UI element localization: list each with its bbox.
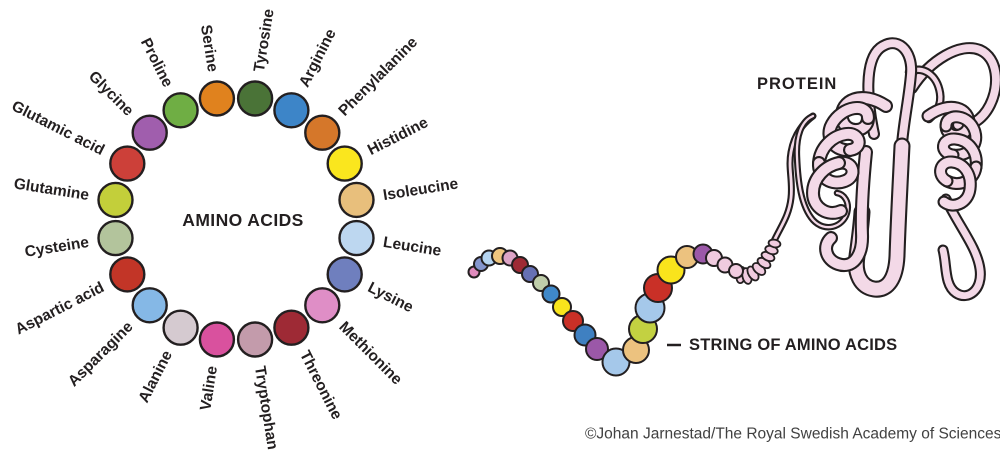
amino-acid-bead-methionine (304, 287, 341, 324)
amino-acid-label-histidine: Histidine (365, 114, 431, 159)
chain-callout-label: STRING OF AMINO ACIDS (689, 336, 897, 354)
protein-ribbon-fill (808, 158, 846, 218)
amino-acid-bead-alanine (162, 309, 199, 346)
amino-acid-bead-lysine (326, 256, 363, 293)
amino-acid-bead-histidine (326, 145, 363, 182)
amino-acid-label-phenylalanine: Phenylalanine (335, 34, 421, 120)
amino-acid-label-tryptophan: Tryptophan (251, 365, 281, 451)
protein-ribbon-fill (821, 147, 871, 270)
amino-acid-label-glutamic-acid: Glutamic acid (9, 98, 107, 159)
protein-ribbon-fill (824, 103, 873, 155)
chain-bead (728, 263, 744, 279)
protein-ribbon-fill (814, 129, 864, 168)
protein-ribbon-fill (864, 39, 915, 148)
amino-acid-bead-isoleucine (338, 181, 375, 219)
chain-bead (585, 337, 609, 361)
protein-ribbon-fill (941, 112, 981, 160)
amino-acid-label-glycine: Glycine (85, 68, 137, 120)
amino-acid-bead-glutamic-acid (109, 145, 146, 182)
protein-ribbon-fill (908, 44, 1000, 130)
amino-acid-label-arginine: Arginine (296, 26, 340, 90)
protein-label: PROTEIN (757, 75, 837, 93)
amino-acid-bead-phenylalanine (304, 114, 341, 151)
chain-taper-trail (735, 238, 782, 285)
protein-ribbon-outline (770, 112, 817, 245)
chain-bead (552, 297, 572, 317)
amino-acid-label-isoleucine: Isoleucine (382, 175, 460, 204)
chain-bead (541, 284, 561, 304)
amino-acid-label-lysine: Lysine (365, 279, 416, 316)
amino-acid-bead-aspartic-acid (109, 256, 146, 293)
protein-ribbon-fill (939, 134, 981, 172)
amino-acid-label-threonine: Threonine (296, 348, 345, 423)
amino-acid-bead-arginine (273, 92, 310, 129)
ring-center-label: AMINO ACIDS (182, 210, 303, 230)
string-of-amino-acids-chain (467, 243, 744, 377)
amino-acid-bead-serine (198, 80, 236, 117)
amino-acid-label-methionine: Methionine (335, 318, 405, 388)
amino-acid-label-valine: Valine (197, 365, 221, 412)
credit-line: ©Johan Jarnestad/The Royal Swedish Acade… (585, 426, 1000, 443)
protein-ribbon-fill (795, 114, 849, 229)
amino-acid-bead-tryptophan (236, 321, 274, 358)
amino-acid-label-serine: Serine (197, 24, 221, 74)
protein-ribbon (770, 37, 1000, 302)
amino-acid-bead-glutamine (97, 181, 134, 219)
chain-callout: STRING OF AMINO ACIDS (667, 336, 897, 354)
amino-acid-bead-threonine (273, 309, 310, 346)
amino-acid-label-glutamine: Glutamine (13, 175, 91, 204)
protein-ribbon-fill (939, 195, 984, 299)
taper-bead (767, 238, 782, 249)
amino-acid-bead-asparagine (131, 287, 168, 324)
protein-ribbon-fill (936, 157, 975, 210)
amino-acid-label-asparagine: Asparagine (65, 318, 137, 390)
amino-acid-bead-tyrosine (236, 80, 274, 117)
amino-acid-label-tyrosine: Tyrosine (251, 7, 278, 73)
amino-acid-bead-glycine (131, 114, 168, 151)
amino-acid-label-leucine: Leucine (382, 234, 443, 260)
amino-acid-label-alanine: Alanine (135, 348, 176, 406)
amino-acid-bead-cysteine (97, 219, 134, 257)
amino-acid-label-aspartic-acid: Aspartic acid (13, 279, 107, 338)
amino-acid-bead-valine (198, 321, 236, 358)
amino-acid-bead-proline (162, 92, 199, 129)
amino-acid-label-cysteine: Cysteine (24, 234, 91, 261)
amino-acid-label-proline: Proline (137, 36, 176, 91)
amino-acid-bead-leucine (338, 219, 375, 257)
